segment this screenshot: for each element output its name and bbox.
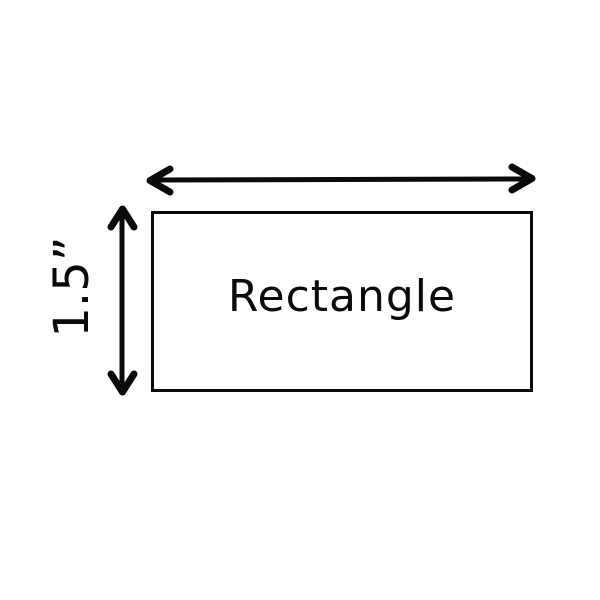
height-arrow-bottom-head (107, 370, 138, 396)
width-arrow-icon (146, 163, 536, 196)
shape-label: Rectangle (227, 271, 457, 322)
rectangle-shape: Rectangle (151, 211, 533, 392)
height-arrow-top-head (107, 205, 138, 231)
width-arrow-shaft (154, 176, 528, 183)
width-arrow-right-head (508, 163, 536, 194)
height-arrow-icon (107, 205, 138, 396)
height-dimension-label: 1.5” (44, 236, 100, 338)
width-arrow-left-head (146, 165, 174, 196)
